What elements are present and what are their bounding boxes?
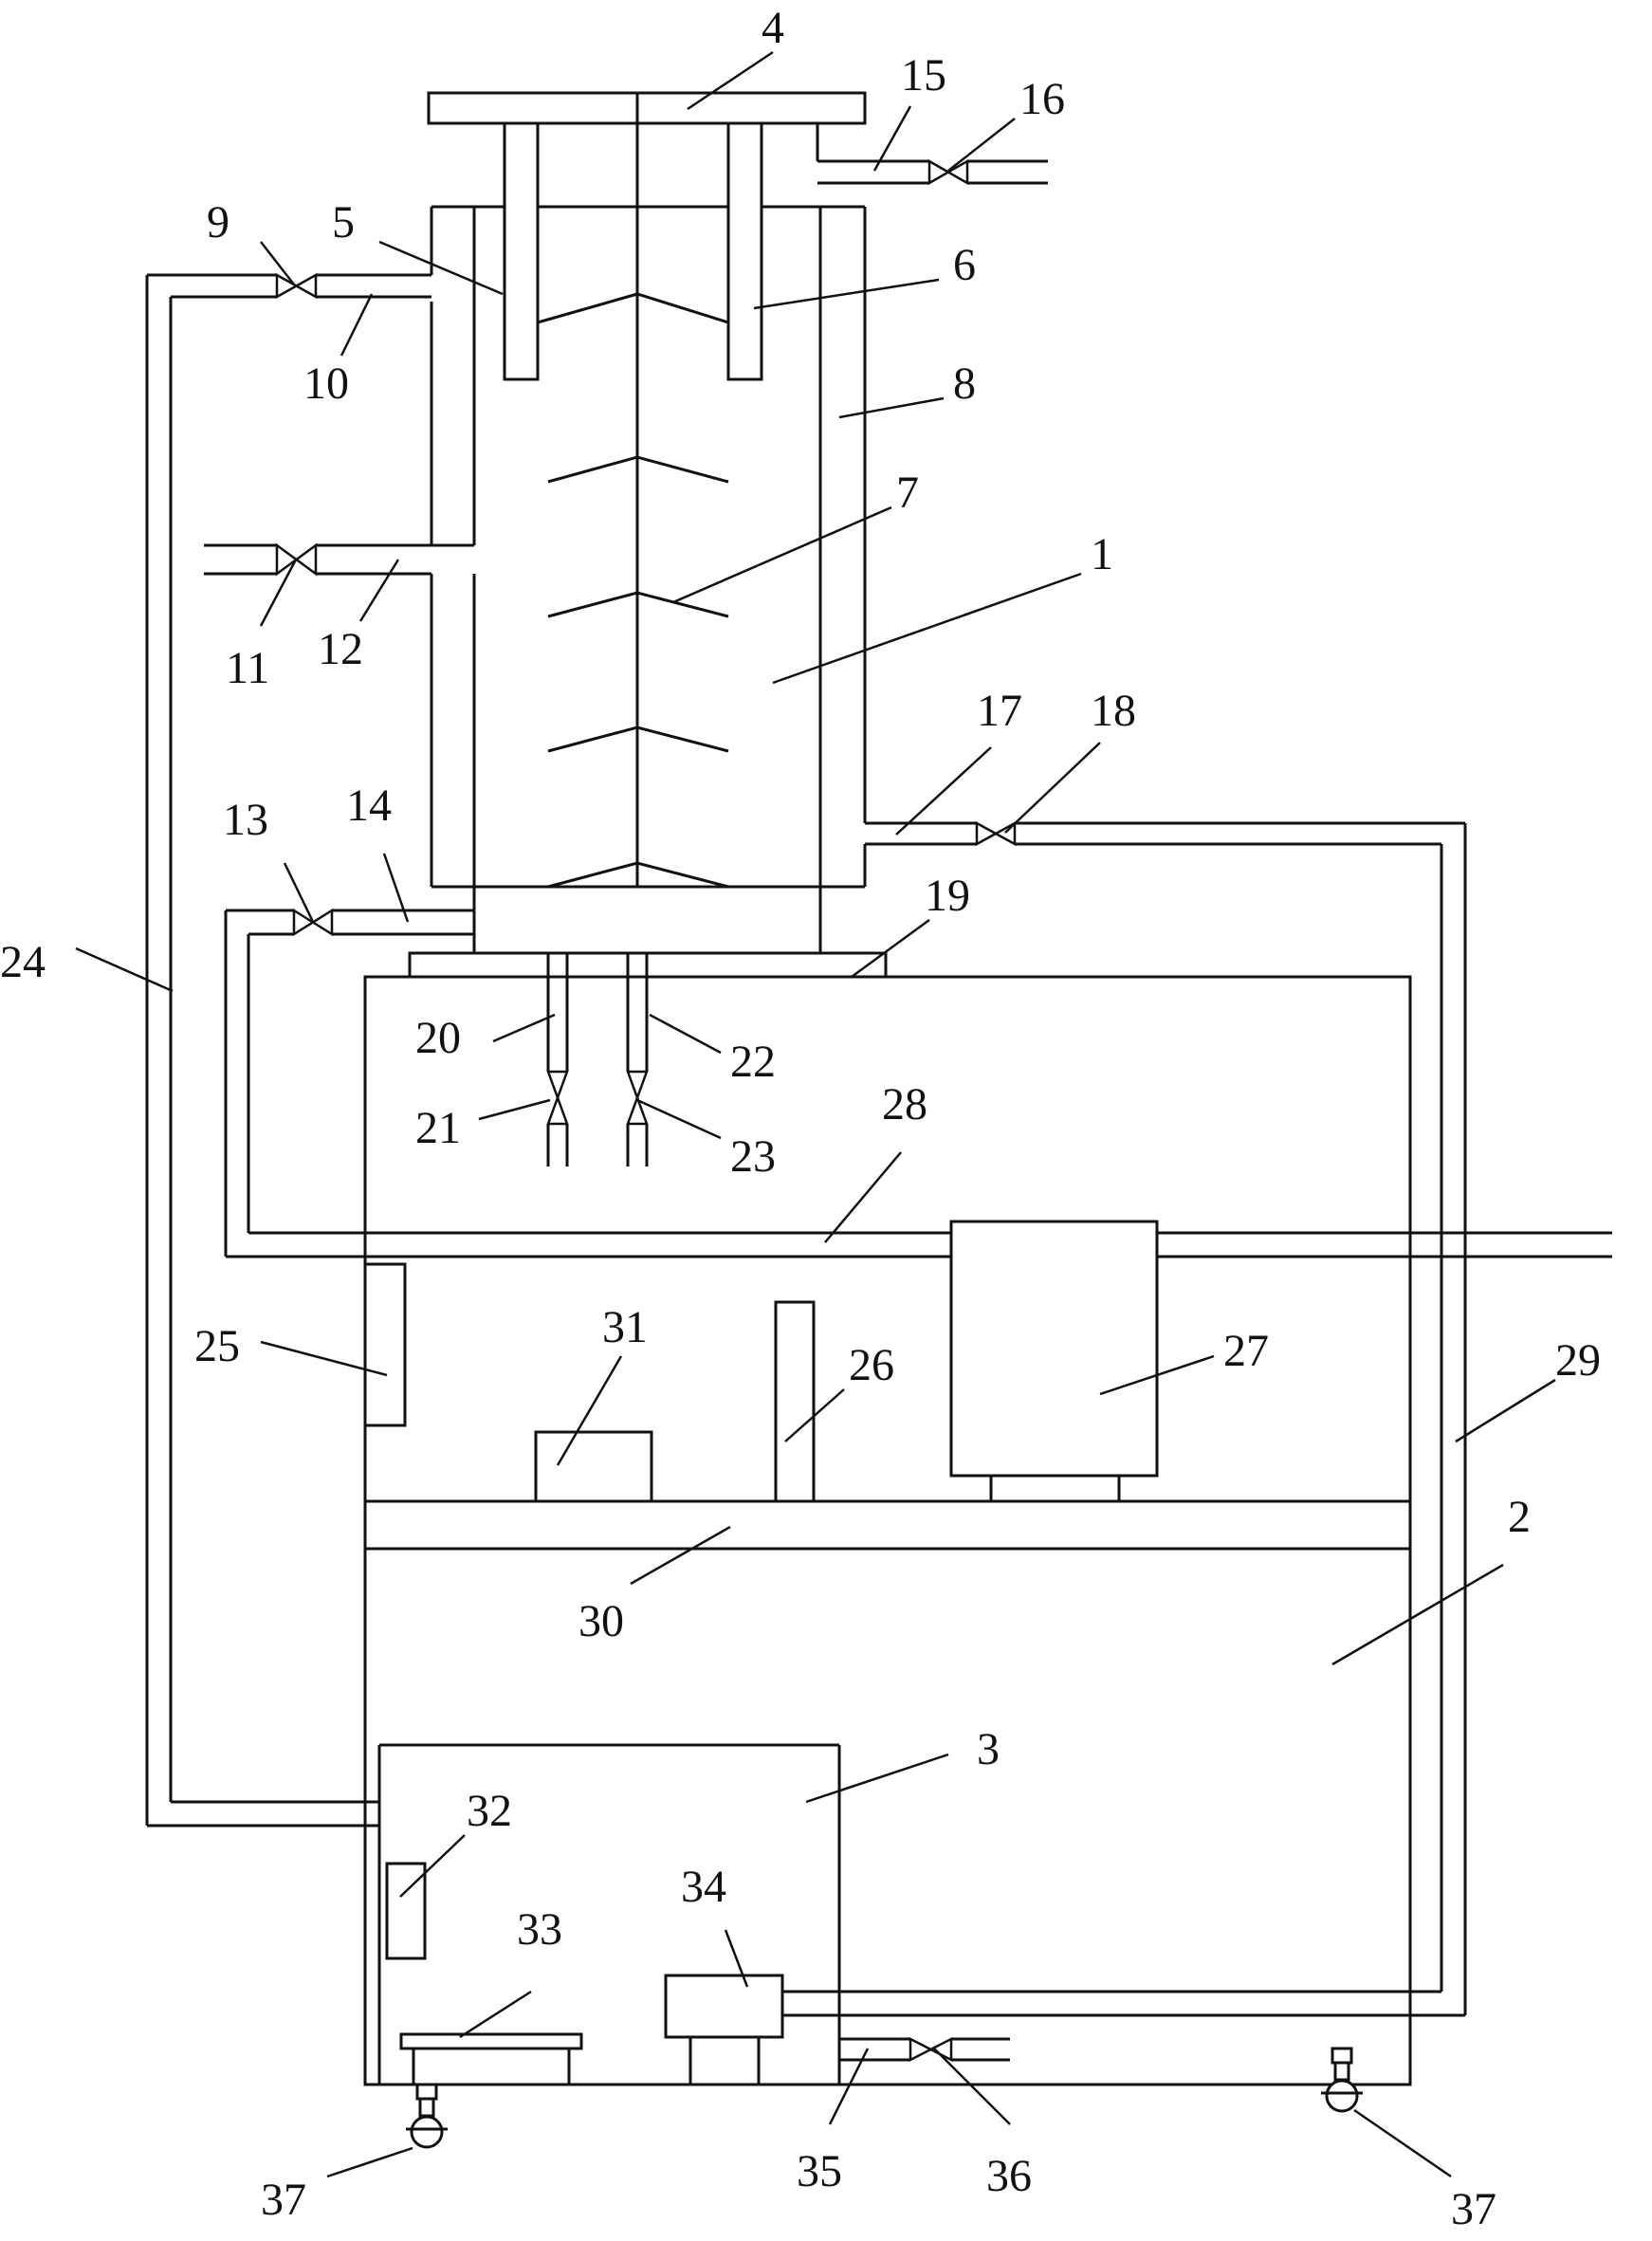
label-20: 20 [415, 1013, 461, 1063]
pipe-29 [782, 823, 1467, 2017]
pipe-12 [204, 543, 474, 576]
pipe-10 [145, 273, 431, 1828]
pipe-17 [865, 821, 1465, 846]
label-9: 9 [207, 197, 229, 248]
label-34: 34 [681, 1862, 726, 1912]
label-17: 17 [977, 686, 1022, 736]
reactor-vessel [430, 205, 867, 953]
valve-23[interactable] [626, 1070, 649, 1126]
label-5: 5 [332, 197, 355, 248]
label-35: 35 [797, 2146, 842, 2196]
label-26: 26 [849, 1340, 894, 1390]
label-32: 32 [467, 1786, 512, 1836]
label-37-left: 37 [261, 2175, 306, 2225]
label-25: 25 [194, 1321, 240, 1371]
stirrer-shaft [537, 93, 729, 889]
pump-34 [664, 1974, 784, 2085]
sampling-tube-22 [626, 953, 649, 1166]
compartment-3 [377, 1743, 841, 2085]
caster-left [406, 2083, 448, 2149]
caster-right [1321, 2047, 1363, 2113]
label-11: 11 [226, 643, 269, 693]
lid-plate [427, 91, 867, 125]
label-36: 36 [986, 2151, 1032, 2201]
component-31 [534, 1430, 653, 1503]
label-18: 18 [1091, 686, 1136, 736]
label-1: 1 [1091, 529, 1113, 579]
label-21: 21 [415, 1103, 461, 1153]
valve-13[interactable] [292, 908, 334, 937]
valve-36[interactable] [909, 2036, 953, 2063]
leader-lines [75, 50, 1556, 2178]
component-27 [949, 1220, 1159, 1478]
pipe-28 [226, 1231, 1612, 1258]
label-14: 14 [346, 781, 392, 831]
label-19: 19 [925, 871, 970, 921]
label-23: 23 [730, 1131, 776, 1182]
pipe-35 [839, 2037, 1010, 2062]
label-2: 2 [1508, 1492, 1531, 1542]
label-10: 10 [303, 358, 349, 409]
valve-16[interactable] [927, 158, 969, 186]
valve-21[interactable] [546, 1070, 569, 1126]
valve-18[interactable] [975, 820, 1017, 847]
valve-11[interactable] [275, 542, 318, 577]
label-24: 24 [0, 937, 46, 987]
label-22: 22 [730, 1037, 776, 1087]
label-27: 27 [1223, 1326, 1269, 1376]
component-26 [774, 1300, 816, 1503]
reference-labels: 4 15 16 9 5 6 10 8 7 1 11 12 17 18 13 14… [0, 3, 1601, 2234]
label-7: 7 [896, 468, 919, 518]
component-25 [363, 1262, 407, 1427]
shelf-30 [363, 1499, 1412, 1551]
label-33: 33 [517, 1904, 562, 1955]
label-3: 3 [977, 1724, 1000, 1774]
label-12: 12 [318, 624, 363, 674]
pipe-15 [816, 123, 1048, 185]
label-16: 16 [1019, 74, 1065, 124]
probe-6 [726, 121, 763, 381]
label-28: 28 [882, 1079, 927, 1130]
label-13: 13 [223, 795, 268, 845]
label-37-right: 37 [1451, 2184, 1496, 2234]
tray-33 [399, 2032, 583, 2085]
label-15: 15 [901, 50, 946, 101]
label-30: 30 [578, 1596, 624, 1646]
label-8: 8 [953, 358, 976, 409]
valve-9[interactable] [275, 272, 318, 300]
sampling-tube-20 [546, 953, 569, 1166]
probe-5 [503, 121, 540, 381]
label-4: 4 [762, 3, 784, 53]
label-29: 29 [1555, 1335, 1601, 1386]
label-31: 31 [602, 1302, 648, 1352]
label-6: 6 [953, 240, 976, 290]
